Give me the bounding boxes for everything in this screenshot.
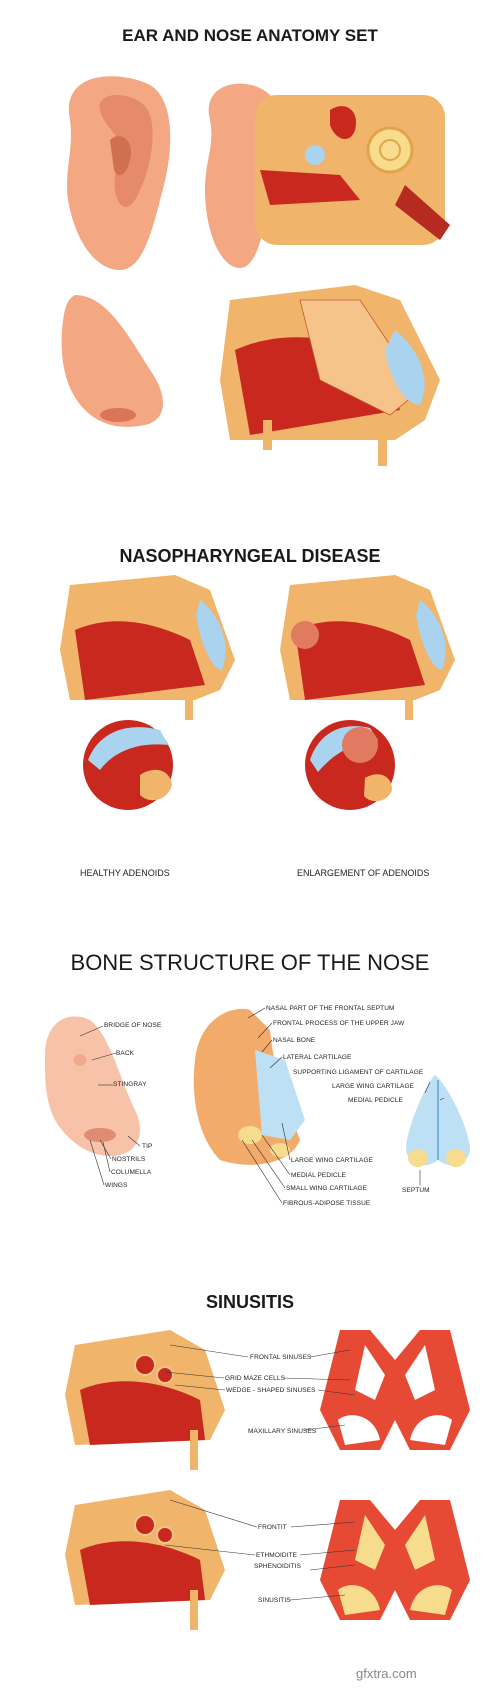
sinus-section-healthy [65,1330,225,1470]
sinus-section-disease [65,1490,225,1630]
label-frontal-sinuses: FRONTAL SINUSES [250,1354,312,1361]
enlarged-nasopharynx-illustration [280,575,455,720]
label-septum: SEPTUM [402,1187,430,1194]
label-fibrous-adipose-tissue: FIBROUS-ADIPOSE TISSUE [283,1200,371,1207]
label-ethmoidite: ETHMOIDITE [256,1552,298,1559]
label-small-wing-cartilage: SMALL WING CARTILAGE [286,1185,368,1192]
label-large-wing-cartilage: LARGE WING CARTILAGE [291,1157,374,1164]
label-columella: COLUMELLA [111,1169,152,1176]
ear-cross-section-illustration [205,83,450,268]
septum-front-illustration [406,1075,470,1167]
label-back: BACK [116,1050,135,1057]
label-nasal-part-frontal-septum: NASAL PART OF THE FRONTAL SEPTUM [266,1005,395,1012]
label-supporting-ligament: SUPPORTING LIGAMENT OF CARTILAGE [293,1069,424,1076]
healthy-adenoids-zoom [83,720,173,810]
title-bone-structure: BONE STRUCTURE OF THE NOSE [70,950,430,975]
nose-skeleton-illustration [193,1008,305,1165]
label-frontit: FRONTIT [258,1524,287,1531]
enlarged-adenoids-caption: ENLARGEMENT OF ADENOIDS [297,868,430,878]
label-wedge-shaped-sinuses: WEDGE - SHAPED SINUSES [226,1387,316,1394]
external-nose-leader-lines [79,1025,141,1186]
title-ear-nose: EAR AND NOSE ANATOMY SET [122,26,378,45]
label-stingray: STINGRAY [113,1081,147,1088]
label-grid-maze-cells: GRID MAZE CELLS [225,1375,286,1382]
label-maxillary-sinuses: MAXILLARY SINUSES [248,1428,317,1435]
label-frontal-process-upper-jaw: FRONTAL PROCESS OF THE UPPER JAW [273,1020,405,1027]
external-nose-illustration [61,295,163,427]
title-sinusitis: SINUSITIS [205,1292,294,1312]
sinus-front-disease [320,1500,470,1620]
title-nasopharyngeal: NASOPHARYNGEAL DISEASE [119,546,381,566]
label-medial-pedicle-front: MEDIAL PEDICLE [348,1097,403,1104]
watermark: gfxtra.com [356,1666,417,1681]
label-lateral-cartilage: LATERAL CARTILAGE [283,1054,352,1061]
label-sphenoiditis: SPHENOIDITIS [254,1563,302,1570]
label-bridge-of-nose: BRIDGE OF NOSE [104,1022,162,1029]
label-large-wing-cartilage-front: LARGE WING CARTILAGE [332,1083,415,1090]
external-ear-illustration [67,76,171,270]
healthy-nasopharynx-illustration [60,575,235,720]
label-nasal-bone: NASAL BONE [273,1037,316,1044]
label-sinusitis: SINUSITIS [258,1597,291,1604]
sinus-front-healthy [320,1330,470,1450]
nose-profile-illustration [45,1016,140,1156]
label-wings: WINGS [105,1182,128,1189]
enlarged-adenoids-zoom [305,720,395,810]
label-nostrils: NOSTRILS [112,1156,146,1163]
sinus-leader-lines [164,1344,356,1601]
label-tip: TIP [142,1143,153,1150]
skeleton-leader-lines [241,1007,445,1204]
nose-cross-section-illustration [220,285,440,466]
label-medial-pedicle: MEDIAL PEDICLE [291,1172,346,1179]
healthy-adenoids-caption: HEALTHY ADENOIDS [80,868,170,878]
